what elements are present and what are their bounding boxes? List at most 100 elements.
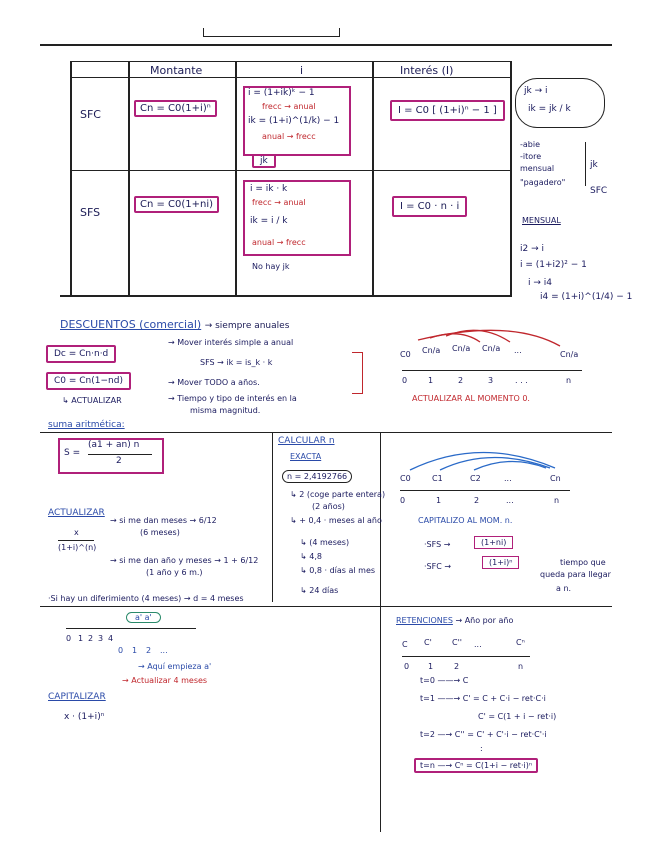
cloud-line-2: ik = jk / k [528, 104, 571, 114]
desc-tl-label-0: C0 [400, 350, 411, 359]
ret-tick-1: 1 [428, 662, 434, 671]
sfs-i-line-5: No hay jk [252, 262, 290, 271]
calc-step-7: ↳ 24 días [300, 586, 339, 595]
act-tick-0: 0 [66, 634, 72, 643]
cap-tick-0: 0 [400, 496, 406, 505]
ret-axis [402, 656, 530, 657]
descuentos-title: DESCUENTOS (comercial) → siempre anuales [60, 318, 289, 331]
row-label-sfs: SFS [80, 206, 101, 219]
act-note-2: → si me dan año y meses → 1 + 6/12 [110, 556, 259, 565]
retenciones-note: → Año por año [455, 616, 514, 625]
desc-note-1: → Mover interés simple a anual [168, 338, 294, 347]
side-list-4: "pagadero" [520, 178, 566, 187]
suma-fraction-bar [88, 454, 152, 455]
sfs-i-box [243, 180, 351, 256]
sfc-montante-formula: Cn = C0(1+i)ⁿ [134, 100, 217, 117]
sfc-interes-formula: I = C0 [ (1+i)ⁿ − 1 ] [390, 100, 505, 121]
sfs-i-line-4: anual → frecc [252, 238, 306, 247]
ret-step-6: t=n —→ Cⁿ = C(1+i − ret·i)ⁿ [414, 758, 539, 773]
sfc-i-line-4: anual → frecc [262, 132, 316, 141]
conversion-3: i → i4 [528, 278, 552, 288]
act-note-1b: (6 meses) [140, 528, 180, 537]
act-note-3: → Aquí empieza a' [138, 662, 212, 671]
desc-timeline-axis [402, 370, 582, 371]
desc-tl-label-3: Cn/a [482, 344, 501, 353]
capitalizar-formula: x · (1+i)ⁿ [64, 712, 105, 722]
top-bracket [203, 28, 340, 37]
cap-label-3: ... [504, 474, 512, 483]
cap-tick-4: n [554, 496, 560, 505]
cap-sfc-label: ·SFC → [424, 562, 452, 571]
retenciones-heading: RETENCIONES → Año por año [396, 616, 513, 625]
act-tick-4: 4 [108, 634, 114, 643]
divider-lower [40, 606, 612, 607]
desc-note-5: misma magnitud. [190, 406, 261, 415]
ret-step-1: t=0 ——→ C [420, 676, 469, 685]
sfc-i-line-3: ik = (1+i)^(1/k) − 1 [248, 116, 340, 126]
desc-note-2: SFS → ik = is_k · k [200, 358, 273, 367]
act-note-1: → si me dan meses → 6/12 [110, 516, 217, 525]
cap-note-1: tiempo que [560, 558, 606, 567]
suma-left: S = [64, 448, 81, 458]
ret-tick-0: 0 [404, 662, 410, 671]
desc-tl-label-4: ... [514, 346, 522, 355]
conversion-2: i = (1+i2)² − 1 [520, 260, 587, 270]
suma-box [58, 438, 164, 474]
act-fraction-bar [58, 540, 94, 541]
ret-step-2: t=1 ——→ C' = C + C·i − ret·C·i [420, 694, 546, 703]
cap-label-4: Cn [550, 474, 561, 483]
sfc-jk-box: jk [252, 154, 276, 168]
header-interes: Interés (I) [400, 64, 454, 77]
suma-denominator: 2 [116, 456, 122, 466]
cap-sfs-label: ·SFS → [424, 540, 451, 549]
desc-red-arrows [417, 329, 561, 347]
divider-mid [40, 432, 612, 433]
calc-divider [272, 432, 273, 602]
desc-tl-label-1: Cn/a [422, 346, 441, 355]
side-jk: jk [590, 160, 598, 170]
cap-axis [400, 490, 570, 491]
cap-blue-arrows [409, 451, 556, 471]
act-note-2b: (1 año y 6 m.) [146, 568, 203, 577]
cap-sfs-formula: (1+ni) [474, 536, 514, 549]
calc-step-2: (2 años) [312, 502, 345, 511]
side-brace [580, 142, 586, 186]
act-numerator: x [74, 528, 79, 537]
side-list-3: mensual [520, 164, 555, 173]
vertical-divider [380, 432, 381, 832]
act-subtick-0: 0 [118, 646, 124, 655]
desc-red-bracket [352, 352, 363, 394]
ret-label-1: C' [424, 638, 432, 647]
side-sfc: SFC [590, 186, 608, 196]
desc-tl-tick-3: 3 [488, 376, 494, 385]
c0-formula: C0 = Cn(1−nd) [46, 372, 131, 390]
conversion-1: i2 → i [520, 244, 544, 254]
calc-step-4: ↳ (4 meses) [300, 538, 350, 547]
desc-note-3: → Mover TODO a años. [168, 378, 260, 387]
cap-label-2: C2 [470, 474, 481, 483]
suma-numerator: (a1 + an) n [88, 440, 140, 450]
retenciones-title: RETENCIONES [396, 616, 453, 625]
ret-label-0: C [402, 640, 408, 649]
act-diferimiento: ·Si hay un diferimiento (4 meses) → d = … [48, 594, 244, 603]
cap-tick-3: ... [506, 496, 514, 505]
cap-caption: CAPITALIZO AL MOM. n. [418, 516, 513, 525]
header-montante: Montante [150, 64, 203, 77]
cap-tick-2: 2 [474, 496, 480, 505]
desc-note-4: → Tiempo y tipo de interés en la [168, 394, 297, 403]
cap-label-0: C0 [400, 474, 411, 483]
ret-label-4: Cⁿ [516, 638, 525, 647]
desc-tl-tick-4: . . . [515, 376, 528, 385]
desc-caption: ACTUALIZAR AL MOMENTO 0. [412, 394, 530, 403]
calc-step-1: ↳ 2 (coge parte entera) [290, 490, 386, 499]
desc-tl-tick-2: 2 [458, 376, 464, 385]
mensual-title: MENSUAL [522, 216, 561, 225]
desc-tl-tick-1: 1 [428, 376, 434, 385]
act-subtick-3: ... [160, 646, 168, 655]
ret-step-5: : [480, 744, 483, 753]
calc-step-5: ↳ 4,8 [300, 552, 322, 561]
ret-step-3: C' = C(1 + i − ret·i) [478, 712, 557, 721]
desc-tl-tick-5: n [566, 376, 572, 385]
ret-tick-3: n [518, 662, 524, 671]
calcular-title: CALCULAR n [278, 436, 335, 446]
